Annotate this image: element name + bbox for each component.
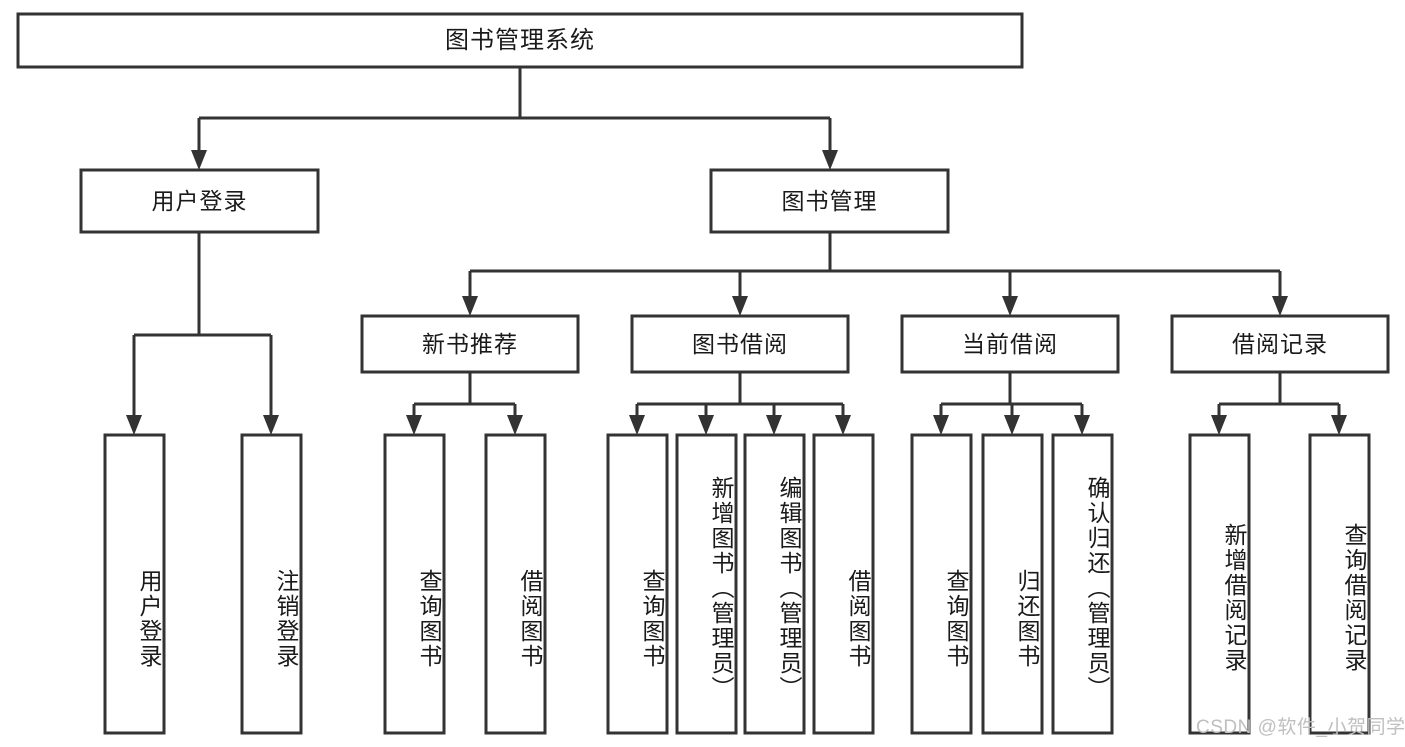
- leaf-box-book-borrow-0[interactable]: [606, 433, 669, 735]
- leaf-box-user-login-1[interactable]: [240, 433, 303, 735]
- connector-book-borrow-to-leaves: [629, 372, 851, 435]
- node-box-borrow-record[interactable]: [1170, 314, 1390, 374]
- node-box-book-borrow[interactable]: [630, 314, 850, 374]
- node-box-user-login[interactable]: [79, 168, 320, 234]
- connector-root-to-level2: [191, 67, 838, 170]
- connector-book-management-to-level3: [462, 232, 1288, 316]
- leaf-box-borrow-record-1[interactable]: [1308, 433, 1371, 735]
- leaf-box-current-borrow-1[interactable]: [981, 433, 1044, 735]
- leaf-box-new-book-0[interactable]: [383, 433, 446, 735]
- node-box-current-borrow[interactable]: [900, 314, 1120, 374]
- leaf-box-borrow-record-0[interactable]: [1188, 433, 1251, 735]
- connector-current-borrow-to-leaves: [933, 372, 1090, 435]
- leaf-box-book-borrow-2[interactable]: [743, 433, 806, 735]
- leaf-box-user-login-0[interactable]: [103, 433, 166, 735]
- leaf-box-book-borrow-1[interactable]: [675, 433, 738, 735]
- connector-borrow-record-to-leaves: [1211, 372, 1347, 435]
- leaf-box-book-borrow-3[interactable]: [812, 433, 875, 735]
- leaf-box-new-book-1[interactable]: [484, 433, 547, 735]
- leaf-box-current-borrow-2[interactable]: [1051, 433, 1114, 735]
- connector-new-book-to-leaves: [406, 372, 523, 435]
- connector-user-login-to-leaves: [126, 232, 279, 435]
- node-box-new-book-recommend[interactable]: [360, 314, 580, 374]
- leaf-box-current-borrow-0[interactable]: [910, 433, 973, 735]
- node-box-root[interactable]: [16, 12, 1024, 69]
- node-box-book-management[interactable]: [709, 168, 950, 234]
